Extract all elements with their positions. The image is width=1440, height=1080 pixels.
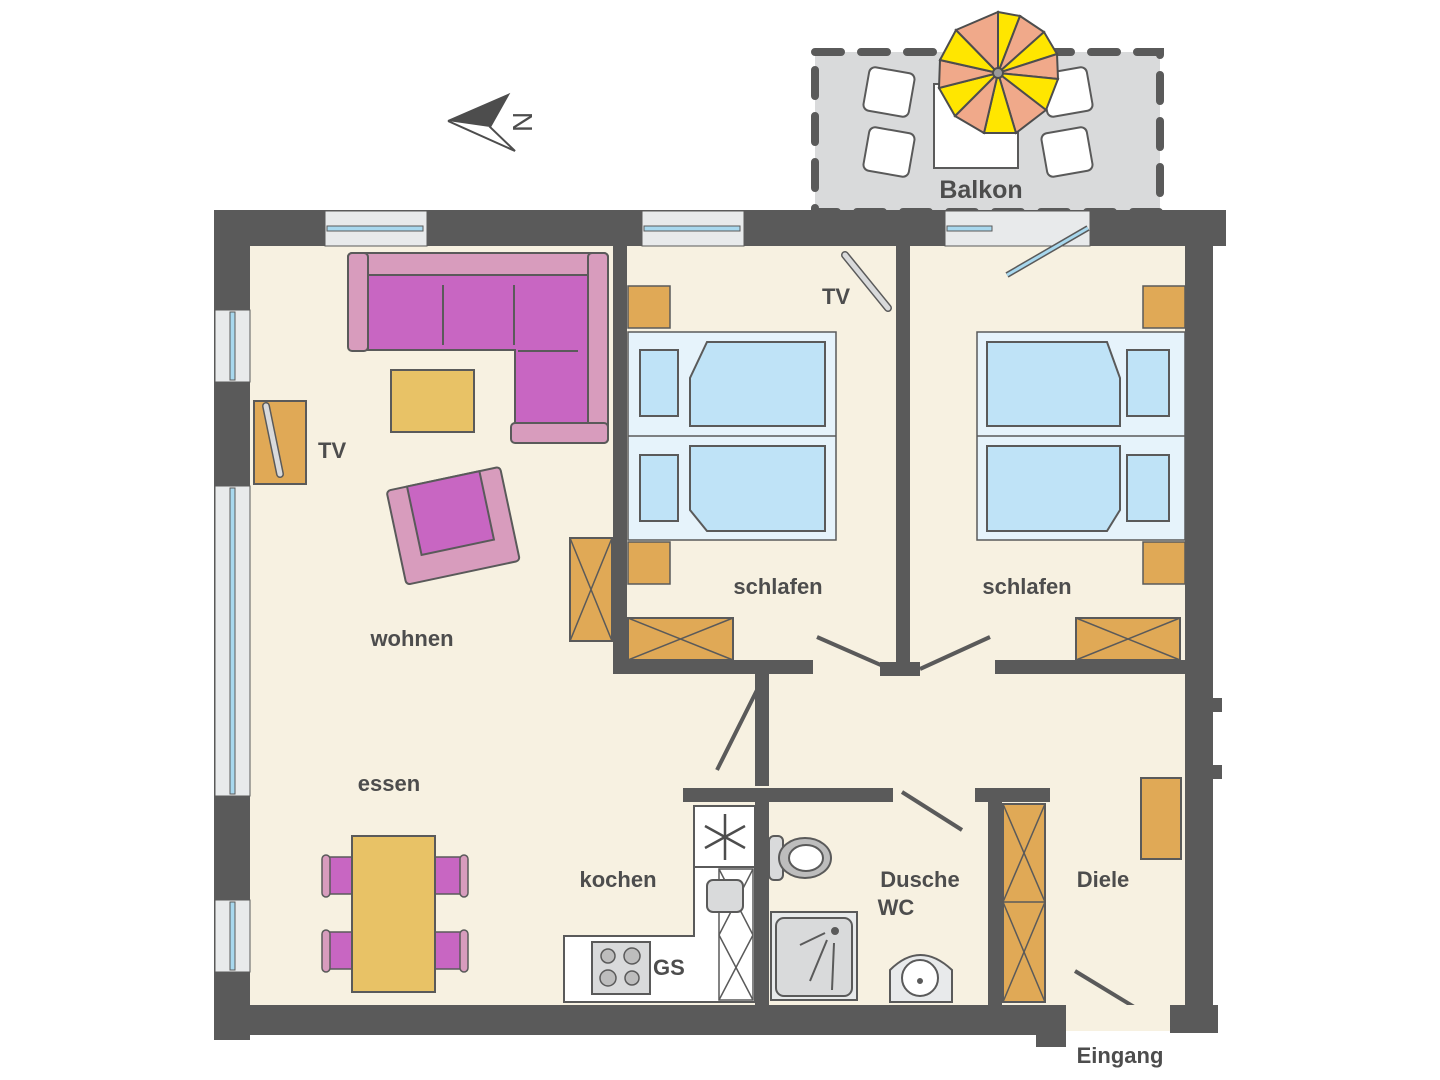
washbasin-icon [889,954,953,1003]
room-label-hall: Diele [1077,867,1130,892]
room-label-kitchen: kochen [579,867,656,892]
bedroom-1 [627,251,892,671]
balcony-chair [862,66,1094,178]
coffee-table [390,369,475,433]
room-label-dining: essen [358,771,420,796]
room-label-bedroom-2: schlafen [982,574,1071,599]
room-label-bedroom-1: schlafen [733,574,822,599]
window [214,210,1091,973]
dining-table [351,835,436,993]
toilet-icon [768,835,832,881]
tv-stand-living [253,400,307,485]
tv-label-living: TV [318,438,346,463]
room-label-balcony: Balkon [939,176,1022,204]
freezer-icon [704,814,746,860]
balcony: Balkon [811,10,1164,216]
dining-chairs [321,854,469,973]
kitchen [563,679,764,1003]
bathroom [768,790,964,1003]
sofa [347,252,609,444]
sink-icon [706,879,744,913]
door [816,635,891,671]
cabinet [569,537,613,642]
stove-icon [591,941,651,995]
bedroom-2 [919,285,1186,671]
armchair [386,466,521,586]
hall [1002,777,1182,1032]
door [919,635,991,671]
room-label-entrance: Eingang [1077,1043,1164,1068]
room-label-bathroom-2: WC [878,895,915,920]
tv-label-bedroom: TV [822,284,850,309]
shower-icon [770,911,858,1001]
north-arrow-icon: N [447,92,538,152]
compass-label: N [507,112,538,132]
room-label-living: wohnen [369,626,453,651]
room-label-bathroom-1: Dusche [880,867,959,892]
umbrella-icon [937,10,1060,135]
dishwasher-label: GS [653,955,685,980]
